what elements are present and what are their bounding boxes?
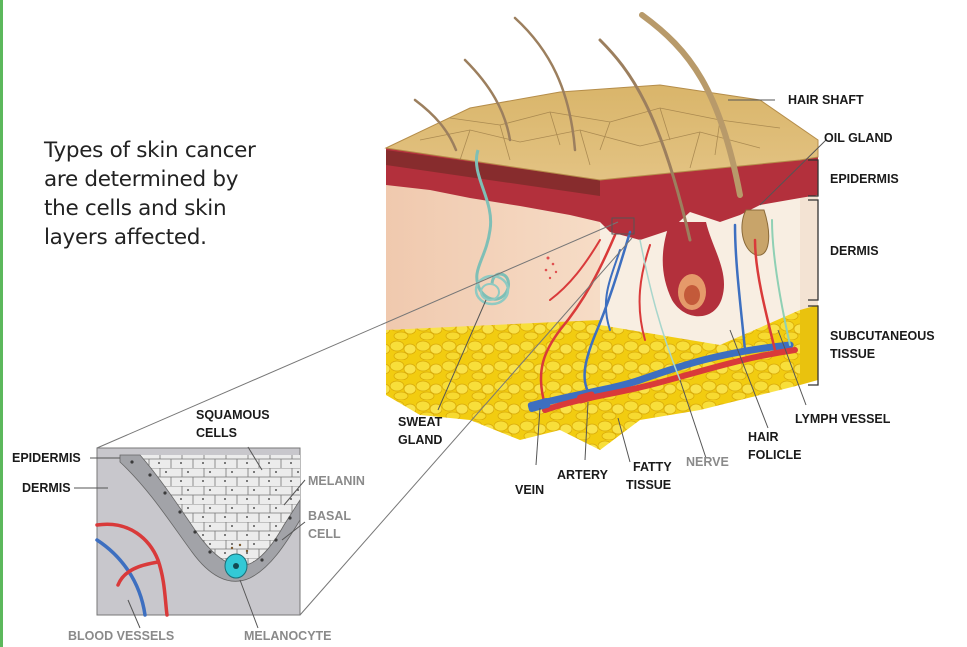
inset-label-basal-line1: BASAL: [308, 509, 351, 523]
inset-label-blood-vessels: BLOOD VESSELS: [68, 629, 174, 643]
inset-label-squamous-line1: SQUAMOUS: [196, 408, 270, 422]
label-sweat-gland-line2: GLAND: [398, 433, 442, 447]
inset-panel: [74, 447, 305, 628]
label-hair-follicle-line2: FOLICLE: [748, 448, 801, 462]
label-epidermis: EPIDERMIS: [830, 172, 899, 186]
inset-label-melanocyte: MELANOCYTE: [244, 629, 332, 643]
label-nerve: NERVE: [686, 455, 729, 469]
label-fatty-tissue-line1: FATTY: [633, 460, 672, 474]
label-fatty-tissue-line2: TISSUE: [626, 478, 671, 492]
fat-layer-side: [800, 300, 818, 385]
label-oil-gland: OIL GLAND: [824, 131, 893, 145]
inset-label-melanin: MELANIN: [308, 474, 365, 488]
label-lymph-vessel: LYMPH VESSEL: [795, 412, 891, 426]
label-vein: VEIN: [515, 483, 544, 497]
label-hair-shaft: HAIR SHAFT: [788, 93, 864, 107]
label-hair-follicle-line1: HAIR: [748, 430, 779, 444]
inset-label-basal-line2: CELL: [308, 527, 341, 541]
skin-block: [386, 15, 826, 465]
inset-label-epidermis: EPIDERMIS: [12, 451, 81, 465]
inset-label-squamous-line2: CELLS: [196, 426, 237, 440]
label-subcutaneous-line2: TISSUE: [830, 347, 875, 361]
inset-label-dermis: DERMIS: [22, 481, 71, 495]
label-artery: ARTERY: [557, 468, 609, 482]
label-dermis: DERMIS: [830, 244, 879, 258]
label-sweat-gland-line1: SWEAT: [398, 415, 443, 429]
label-subcutaneous-line1: SUBCUTANEOUS: [830, 329, 935, 343]
